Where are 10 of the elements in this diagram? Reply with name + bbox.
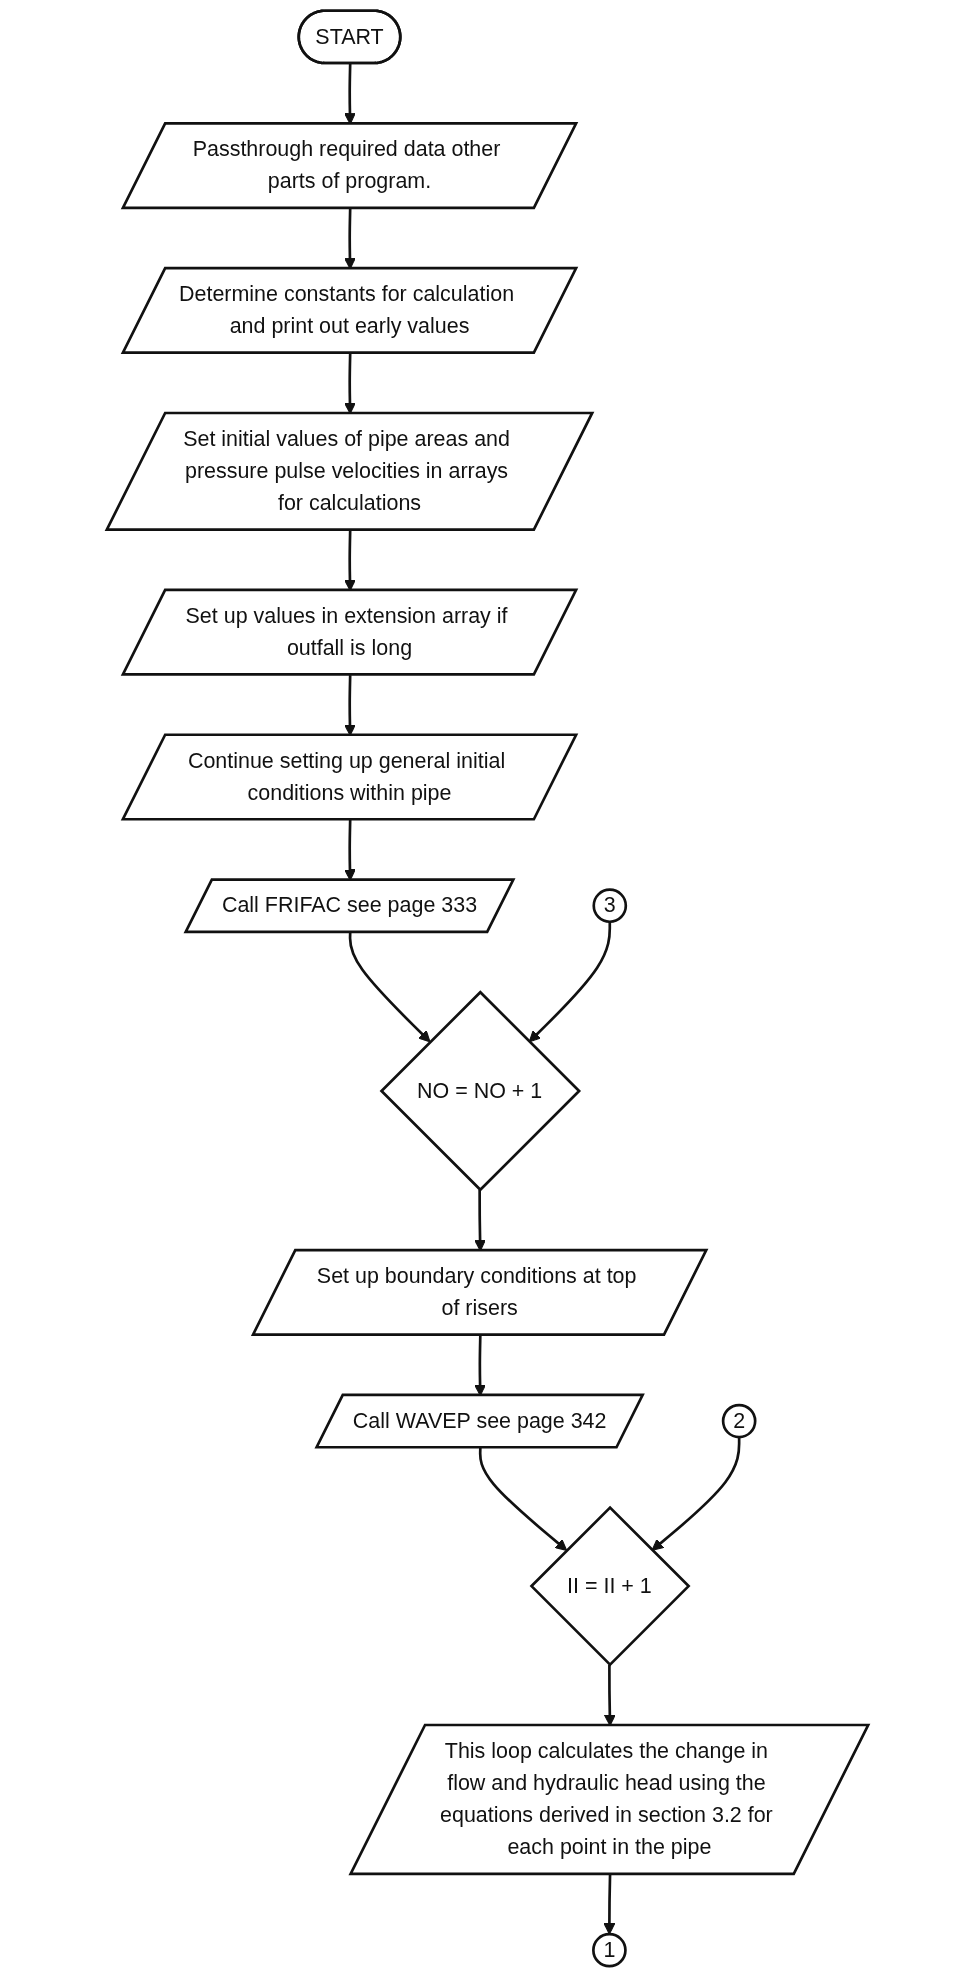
node-circle: 2: [721, 1403, 757, 1439]
arrow: [348, 932, 431, 1043]
node-diamond: NO = NO + 1: [379, 990, 581, 1192]
arrow: [651, 1437, 741, 1551]
arrow: [478, 1447, 568, 1551]
arrow: [528, 921, 612, 1043]
arrow: [603, 1874, 616, 1935]
node-circle: 3: [592, 888, 628, 924]
node-diamond: II = II + 1: [529, 1505, 691, 1667]
node-circle: 1: [592, 1932, 627, 1968]
